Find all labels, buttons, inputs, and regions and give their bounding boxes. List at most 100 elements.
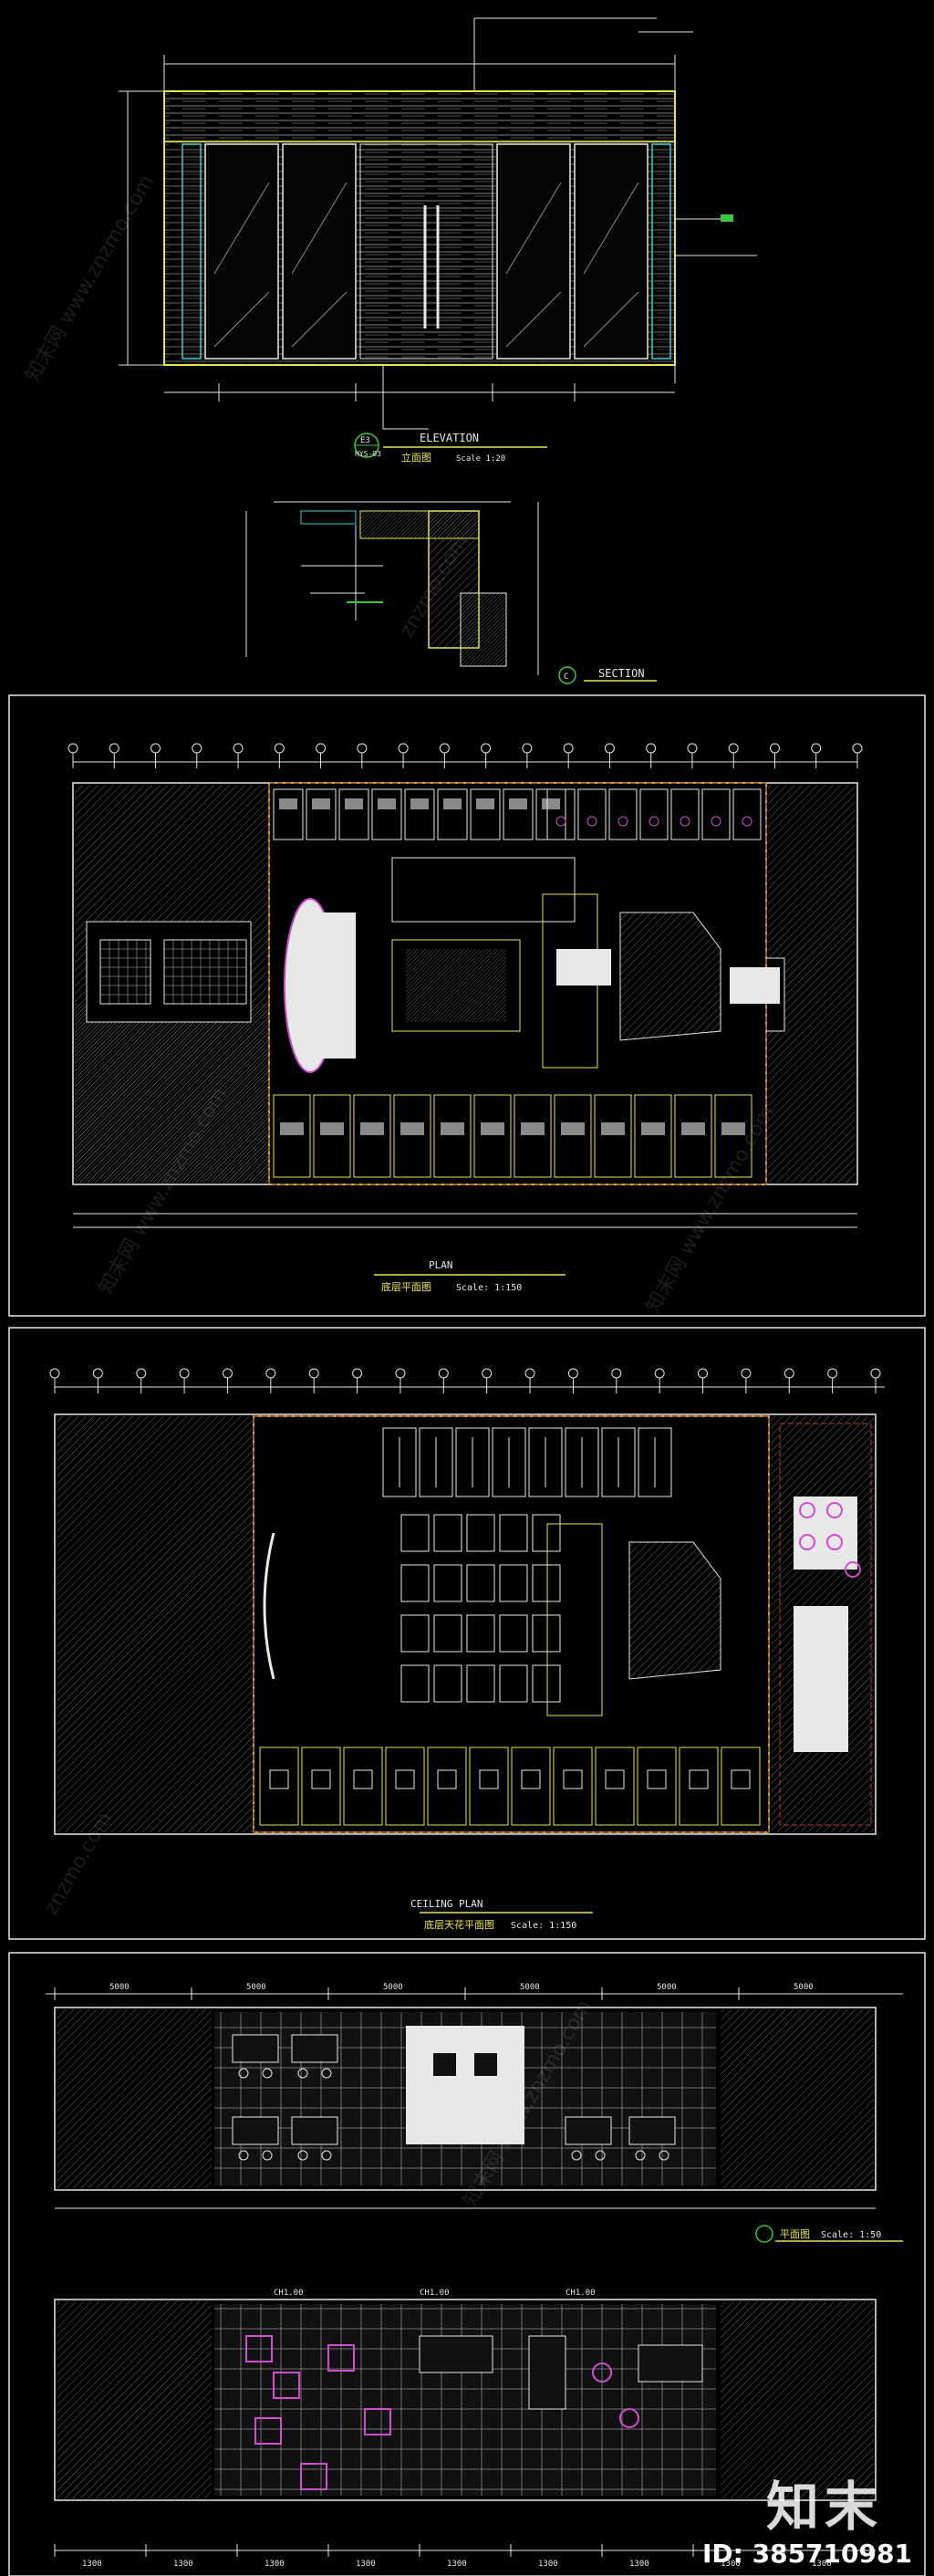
ceiling-grille [521,1769,541,1789]
dim-label: 1300 [356,2560,376,2569]
bottom-office [473,1094,512,1178]
floor-plan-title-cn: 底层平面图 [381,1280,431,1293]
ceiling-grille [269,1769,289,1789]
ceiling-bottom-cell [427,1747,467,1826]
fixture [364,2408,391,2435]
floor-plan-title-en: PLAN [429,1259,453,1271]
dim-label: 1300 [812,2560,832,2569]
ceiling-cell [382,1427,417,1497]
desk [312,798,330,809]
ceiling-grille [731,1769,751,1789]
ceiling-panel [433,1664,462,1703]
section-title-en: SECTION [598,667,645,680]
fixture [592,2362,612,2383]
chair [238,2068,249,2079]
bottom-office [554,1094,592,1178]
ceiling-cell [638,1427,672,1497]
glass-reflection [213,182,270,275]
bottom-office [353,1094,391,1178]
workstation-desks [232,2034,676,2161]
ceiling-bottom-cell [595,1747,635,1826]
chair [262,2150,273,2161]
office-cell [470,788,501,840]
panel-ceiling-plan: CEILING PLAN 底层天花平面图 Scale: 1:150 [8,1327,926,1940]
ceiling-grille [479,1769,499,1789]
ceiling-panel [499,1564,528,1602]
bottom-office [514,1094,552,1178]
fixture [254,2417,282,2445]
office-cell [639,788,669,840]
partial-ceiling-fixtures [245,2335,639,2490]
desk [681,1122,705,1135]
desk [443,798,462,809]
glass-panel [204,143,279,360]
desk [542,798,560,809]
glass-reflection [291,182,348,275]
dim-label: 1300 [721,2560,741,2569]
bottom-office [674,1094,712,1178]
fixture [245,2335,273,2362]
chair [617,816,628,827]
desk [232,2034,279,2063]
glass-reflection [505,182,562,275]
fixture [619,2408,639,2428]
ceiling-cell [419,1427,453,1497]
dim-label: 5000 [246,1983,266,1992]
dim-label: 5000 [109,1983,130,1992]
desk [378,798,396,809]
ceiling-panel [532,1614,561,1653]
desk [345,798,363,809]
bottom-office [393,1094,431,1178]
glass-panel [574,143,649,360]
ceiling-panel [400,1664,430,1703]
ceiling-grille [605,1769,625,1789]
ceiling-panel [466,1664,495,1703]
ceiling-panel [499,1614,528,1653]
fixture [327,2344,355,2372]
ceiling-bottom-cell [511,1747,551,1826]
bottom-office [313,1094,351,1178]
ceiling-panel [466,1614,495,1653]
desk [400,1122,424,1135]
elevation-tag-top: E3 [360,436,370,445]
ceiling-bottom-cell [259,1747,299,1826]
fixture [273,2372,300,2399]
ceiling-cell [455,1427,490,1497]
ceiling-core [546,1523,603,1716]
glass-panel [282,143,357,360]
desk [291,2034,338,2063]
elevation-scale: Scale 1:20 [456,454,505,464]
meeting-zone [391,857,576,923]
chair [586,816,597,827]
ceiling-bottom-cell [343,1747,383,1826]
ceiling-panel [499,1664,528,1703]
dim-label: 5000 [520,1983,540,1992]
office-cell [338,788,369,840]
chair [262,2068,273,2079]
ceiling-plan-title-cn: 底层天花平面图 [424,1918,494,1931]
chair [297,2068,308,2079]
dim-label: 5000 [383,1983,403,1992]
desk [410,798,429,809]
fixture [826,1534,843,1550]
bottom-office [273,1094,311,1178]
desk [441,1122,464,1135]
bottom-office [634,1094,672,1178]
ceiling-light-fixtures [799,1502,861,1578]
floor-plan-scale: Scale: 1:150 [456,1283,522,1293]
ceiling-panel [400,1564,430,1602]
ceiling-panel [466,1514,495,1552]
desk [481,1122,504,1135]
office-cell [701,788,731,840]
desk [601,1122,625,1135]
office-cell [670,788,700,840]
elevation-tag-bottom: HYS-03 [355,450,381,458]
glass-reflection [583,182,639,275]
ceiling-grille [353,1769,373,1789]
bottom-office [594,1094,632,1178]
ceiling-panel [499,1514,528,1552]
desk [721,1122,745,1135]
